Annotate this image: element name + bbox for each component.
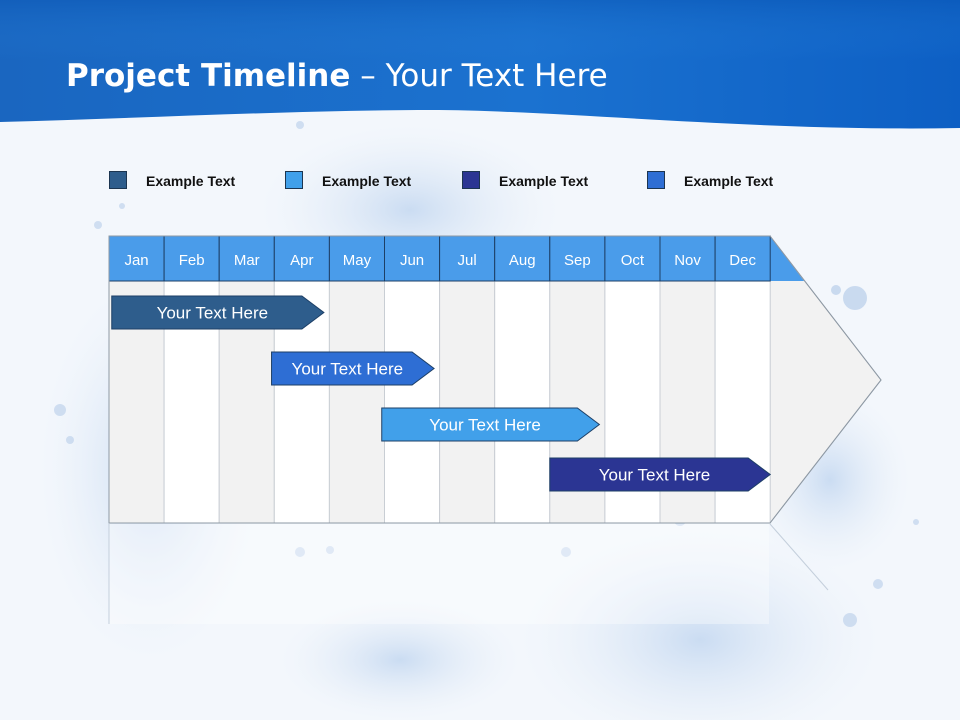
timeline-bar: Your Text Here [549, 457, 772, 492]
month-header-cell [714, 235, 771, 282]
slide-title-bold: Project Timeline [66, 58, 351, 94]
legend-swatch [109, 171, 127, 189]
legend-label: Example Text [684, 173, 774, 189]
timeline-bar-label: Your Text Here [429, 416, 541, 435]
timeline-bar-label: Your Text Here [292, 360, 404, 379]
legend-swatch [285, 171, 303, 189]
legend-label: Example Text [322, 173, 412, 189]
month-label: May [343, 252, 372, 269]
legend-swatch [462, 171, 480, 189]
timeline-bar: Your Text Here [111, 295, 325, 330]
month-header-cell [439, 235, 496, 282]
timeline-bar-shape [549, 457, 772, 492]
timeline-reflection [109, 524, 769, 624]
month-label: Oct [621, 252, 645, 269]
timeline-bar-label: Your Text Here [599, 466, 711, 485]
timeline-bar: Your Text Here [271, 351, 435, 386]
month-column [439, 280, 496, 524]
timeline-bar: Your Text Here [381, 407, 601, 442]
slide-title: Project Timeline – Your Text Here [66, 58, 608, 94]
month-column [494, 280, 551, 524]
month-header-cell [494, 235, 551, 282]
month-label: Sep [564, 252, 591, 269]
legend-label: Example Text [146, 173, 236, 189]
month-header-cell [108, 235, 165, 282]
month-label: Apr [290, 252, 313, 269]
slide-title-rest: – Your Text Here [350, 58, 608, 94]
legend-label: Example Text [499, 173, 589, 189]
timeline-bar-shape [381, 407, 601, 442]
month-label: Dec [729, 252, 756, 269]
month-label: Jan [124, 252, 148, 269]
month-column [328, 280, 385, 524]
month-label: Jul [458, 252, 477, 269]
month-column [384, 280, 441, 524]
month-header-cell [163, 235, 220, 282]
month-label: Jun [400, 252, 424, 269]
month-label: Nov [674, 252, 701, 269]
month-label: Aug [509, 252, 536, 269]
timeline-bar-shape [271, 351, 435, 386]
month-header-cell [218, 235, 275, 282]
month-label: Feb [179, 252, 205, 269]
timeline-bar-shape [111, 295, 325, 330]
month-label: Mar [234, 252, 260, 269]
timeline-bar-label: Your Text Here [157, 304, 269, 323]
legend-swatch [647, 171, 665, 189]
month-header-cell [384, 235, 441, 282]
